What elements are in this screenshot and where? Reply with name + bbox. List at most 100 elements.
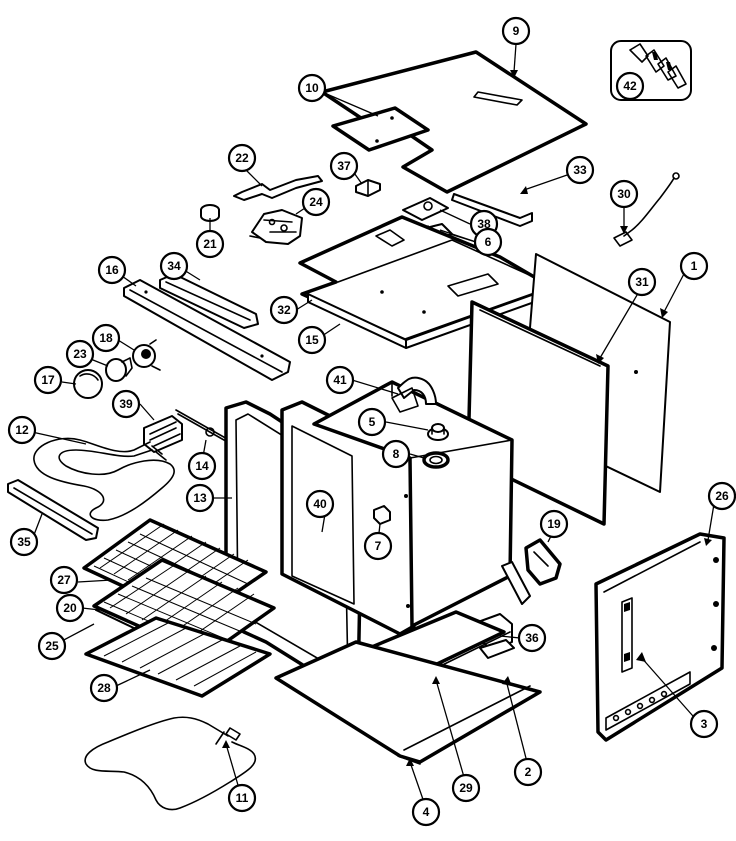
callout-34: 34 xyxy=(159,251,189,281)
callout-label: 19 xyxy=(547,517,561,531)
callout-19: 19 xyxy=(539,509,569,539)
callout-5: 5 xyxy=(357,407,387,437)
part-19-hinge xyxy=(501,538,562,605)
callout-label: 2 xyxy=(525,765,532,779)
callout-28: 28 xyxy=(89,673,119,703)
callout-label: 17 xyxy=(41,373,55,387)
callout-33: 33 xyxy=(565,155,595,185)
callout-label: 38 xyxy=(477,217,491,231)
callout-30: 30 xyxy=(609,179,639,209)
part-7-lamp-receptacle xyxy=(373,505,391,525)
callout-10: 10 xyxy=(297,73,327,103)
callout-25: 25 xyxy=(37,631,67,661)
callout-label: 37 xyxy=(337,159,351,173)
callout-label: 3 xyxy=(701,717,708,731)
callout-39: 39 xyxy=(111,389,141,419)
callout-label: 18 xyxy=(99,331,113,345)
callout-32: 32 xyxy=(269,295,299,325)
callout-label: 28 xyxy=(97,681,111,695)
part-28-broil-rack xyxy=(84,616,272,698)
callout-26: 26 xyxy=(707,481,736,511)
part-33-support-bar xyxy=(451,193,533,227)
callout-label: 42 xyxy=(623,79,637,93)
callout-label: 14 xyxy=(195,459,209,473)
callout-8: 8 xyxy=(381,439,411,469)
callout-23: 23 xyxy=(65,339,95,369)
callout-24: 24 xyxy=(301,187,331,217)
part-30-wire-lead xyxy=(613,172,680,247)
callout-1: 1 xyxy=(679,251,709,281)
callout-label: 21 xyxy=(203,237,217,251)
callout-37: 37 xyxy=(329,151,359,181)
callout-31: 31 xyxy=(627,267,657,297)
callout-6: 6 xyxy=(473,227,503,257)
callout-label: 29 xyxy=(459,781,473,795)
part-17-light-cover xyxy=(73,369,103,399)
callout-label: 26 xyxy=(715,489,729,503)
part-38-thermostat-bracket xyxy=(402,197,449,221)
part-12-bake-element xyxy=(33,437,175,522)
callout-35: 35 xyxy=(9,527,39,557)
callout-label: 6 xyxy=(485,235,492,249)
callout-7: 7 xyxy=(363,531,393,561)
callout-label: 5 xyxy=(369,415,376,429)
callout-13: 13 xyxy=(185,483,215,513)
callout-16: 16 xyxy=(97,255,127,285)
callout-40: 40 xyxy=(305,489,335,519)
callout-label: 13 xyxy=(193,491,207,505)
callout-label: 22 xyxy=(235,151,249,165)
callout-41: 41 xyxy=(325,365,355,395)
part-23-light-bulb xyxy=(105,357,133,382)
callout-14: 14 xyxy=(187,451,217,481)
part-35-trim-strip xyxy=(7,479,99,541)
callout-4: 4 xyxy=(411,797,441,827)
callout-2: 2 xyxy=(513,757,543,787)
part-18-light-socket xyxy=(132,339,161,371)
callout-label: 4 xyxy=(423,805,430,819)
callout-label: 32 xyxy=(277,303,291,317)
callout-label: 7 xyxy=(375,539,382,553)
callout-label: 16 xyxy=(105,263,119,277)
callout-12: 12 xyxy=(7,415,37,445)
callout-label: 24 xyxy=(309,195,323,209)
callout-17: 17 xyxy=(33,365,63,395)
callout-label: 27 xyxy=(57,573,71,587)
callout-42: 42 xyxy=(615,71,645,101)
callout-label: 9 xyxy=(513,24,520,38)
part-24-latch-assembly xyxy=(249,209,303,245)
part-41-vent-duct xyxy=(391,376,437,413)
part-8-grommet xyxy=(422,451,450,469)
callout-label: 30 xyxy=(617,187,631,201)
part-2-front-strip xyxy=(479,639,515,659)
callout-11: 11 xyxy=(227,783,257,813)
part-37-switch xyxy=(355,179,381,197)
callout-15: 15 xyxy=(297,325,327,355)
callout-label: 40 xyxy=(313,497,327,511)
callout-36: 36 xyxy=(517,623,547,653)
part-26-side-panel xyxy=(594,532,726,742)
callout-label: 33 xyxy=(573,163,587,177)
callout-label: 1 xyxy=(691,259,698,273)
part-16-side-rail xyxy=(123,279,291,381)
callout-label: 10 xyxy=(305,81,319,95)
part-39-terminal-block xyxy=(143,415,183,453)
callout-label: 39 xyxy=(119,397,133,411)
callout-label: 31 xyxy=(635,275,649,289)
callout-label: 15 xyxy=(305,333,319,347)
callout-20: 20 xyxy=(55,593,85,623)
callout-label: 35 xyxy=(17,535,31,549)
callout-label: 34 xyxy=(167,259,181,273)
callout-3: 3 xyxy=(689,709,719,739)
callout-27: 27 xyxy=(49,565,79,595)
callout-label: 12 xyxy=(15,423,29,437)
callout-label: 8 xyxy=(393,447,400,461)
callout-label: 25 xyxy=(45,639,59,653)
callout-label: 20 xyxy=(63,601,77,615)
callout-label: 36 xyxy=(525,631,539,645)
callout-18: 18 xyxy=(91,323,121,353)
part-5-vent-cap xyxy=(427,423,449,441)
callout-29: 29 xyxy=(451,773,481,803)
part-22-bracket xyxy=(233,175,323,201)
